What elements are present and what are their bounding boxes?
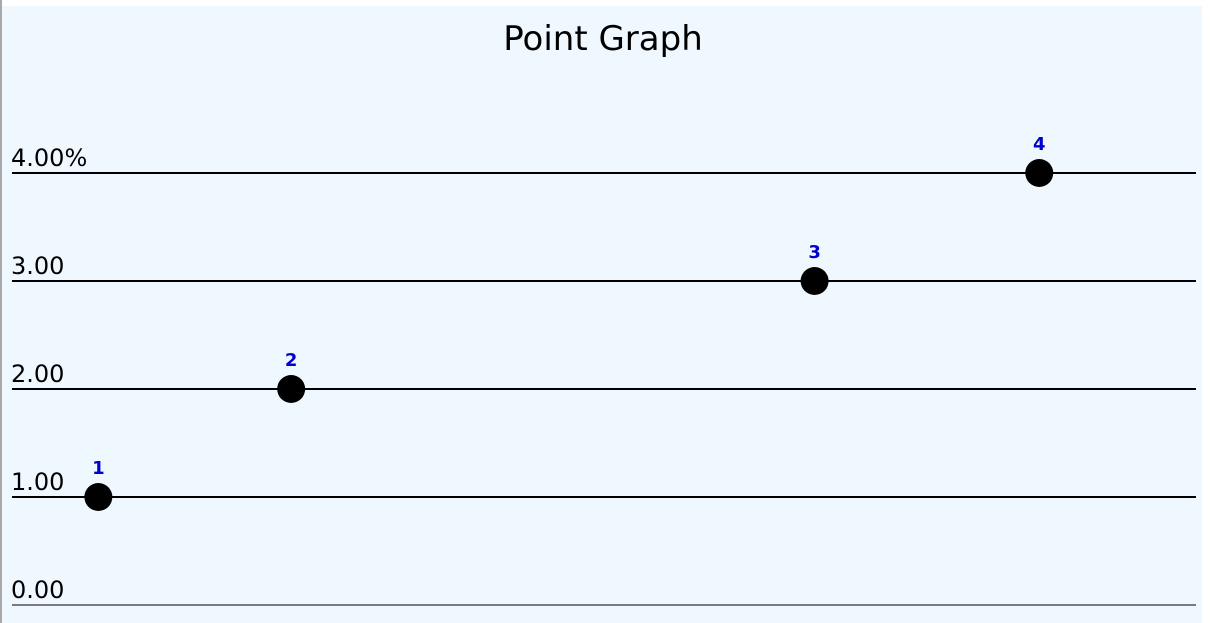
data-label-1: 1: [92, 458, 105, 479]
data-point-4: [1025, 159, 1054, 187]
grid-lines: [12, 172, 1196, 606]
data-label-3: 3: [808, 242, 821, 263]
data-point-3: [800, 267, 829, 295]
data-label-2: 2: [285, 350, 298, 371]
data-point-2: [277, 375, 306, 403]
window-left-border: [0, 0, 2, 623]
y-tick-label-4: 4.00%: [11, 144, 87, 172]
y-axis-tick-labels: 0.00 1.00 2.00 3.00 4.00%: [11, 144, 87, 604]
y-tick-label-3: 3.00: [11, 252, 64, 280]
y-tick-label-2: 2.00: [11, 360, 64, 388]
plot-panel: [2, 6, 1202, 623]
data-labels: 1 2 3 4: [92, 134, 1045, 479]
chart-title: Point Graph: [503, 19, 703, 59]
y-tick-label-1: 1.00: [11, 468, 64, 496]
data-points: [84, 159, 1054, 511]
data-label-4: 4: [1033, 134, 1046, 155]
y-tick-label-0: 0.00: [11, 576, 64, 604]
data-point-1: [84, 483, 113, 511]
